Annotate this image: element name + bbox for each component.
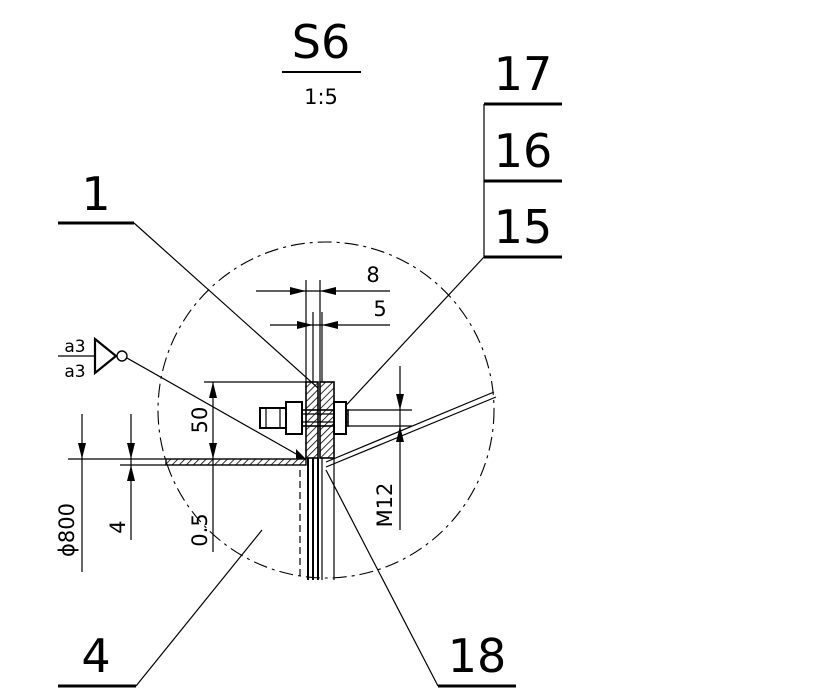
dim-diameter-800-label: ϕ800 [55,503,79,557]
balloon-4: 4 [58,529,263,688]
balloon-stack-17-16-15: 17 16 15 [337,47,562,415]
detail-title: S6 1:5 [282,15,361,109]
weld-triangle [93,336,118,376]
arrow [78,443,86,459]
arrow [320,287,336,295]
bottom-plate [68,449,307,466]
arrow [127,443,135,459]
dim-4: 4 [106,414,135,540]
dim-diameter-800: ϕ800 [55,414,86,572]
balloon-17-label: 17 [494,47,553,101]
flange-plate-left [305,381,319,459]
weld-all-around-circle [116,350,128,362]
weld-upper-label: a3 [64,337,85,357]
weld-lower-label: a3 [64,362,85,382]
detail-boundary-circle [157,241,495,579]
weld-symbol: a3 a3 [58,336,306,460]
arrow [396,426,404,442]
arrow [396,394,404,410]
balloon-4-leader [135,529,263,687]
bolt-shank [301,409,349,427]
balloon-18-leader [325,469,439,687]
dim-0-5: 0.5 [188,459,214,552]
balloon-1: 1 [58,167,319,389]
dim-50-label: 50 [188,407,212,434]
arrow [297,321,313,329]
balloon-1-label: 1 [81,167,110,221]
bottom-plate-section [165,458,307,466]
sloped-line [325,396,497,468]
flange-plate-right [319,381,335,459]
balloon-1-leader [133,222,319,389]
detail-scale: 1:5 [304,85,338,109]
balloon-18-label: 18 [448,629,507,683]
arrow [209,382,217,398]
weld-fillet [296,449,306,459]
bolt-head [259,407,287,429]
dim-4-label: 4 [106,520,130,533]
bolt-nut [333,401,347,435]
dim-0-5-label: 0.5 [188,513,212,546]
arrow [290,287,306,295]
arrow [322,321,338,329]
balloon-18: 18 [325,469,516,688]
dim-m12: M12 [346,366,412,530]
balloon-16-label: 16 [494,124,553,178]
bolt-assembly [259,401,349,435]
dim-8: 8 [256,263,390,382]
balloon-stack-leader [337,256,485,415]
arrow [209,443,217,459]
vessel-wall [299,458,335,580]
dim-m12-label: M12 [373,483,397,528]
dim-8-label: 8 [366,263,379,287]
dim-50: 50 [188,381,306,459]
detail-name: S6 [292,15,350,69]
sloped-plate [325,391,497,468]
balloon-4-label: 4 [81,629,110,683]
bolt-washer-left [285,401,303,435]
dim-5-label: 5 [373,297,386,321]
balloon-15-label: 15 [494,200,553,254]
weld-leader [126,357,306,460]
arrow [127,465,135,481]
sloped-line [325,391,495,463]
dim-5: 5 [270,297,390,382]
